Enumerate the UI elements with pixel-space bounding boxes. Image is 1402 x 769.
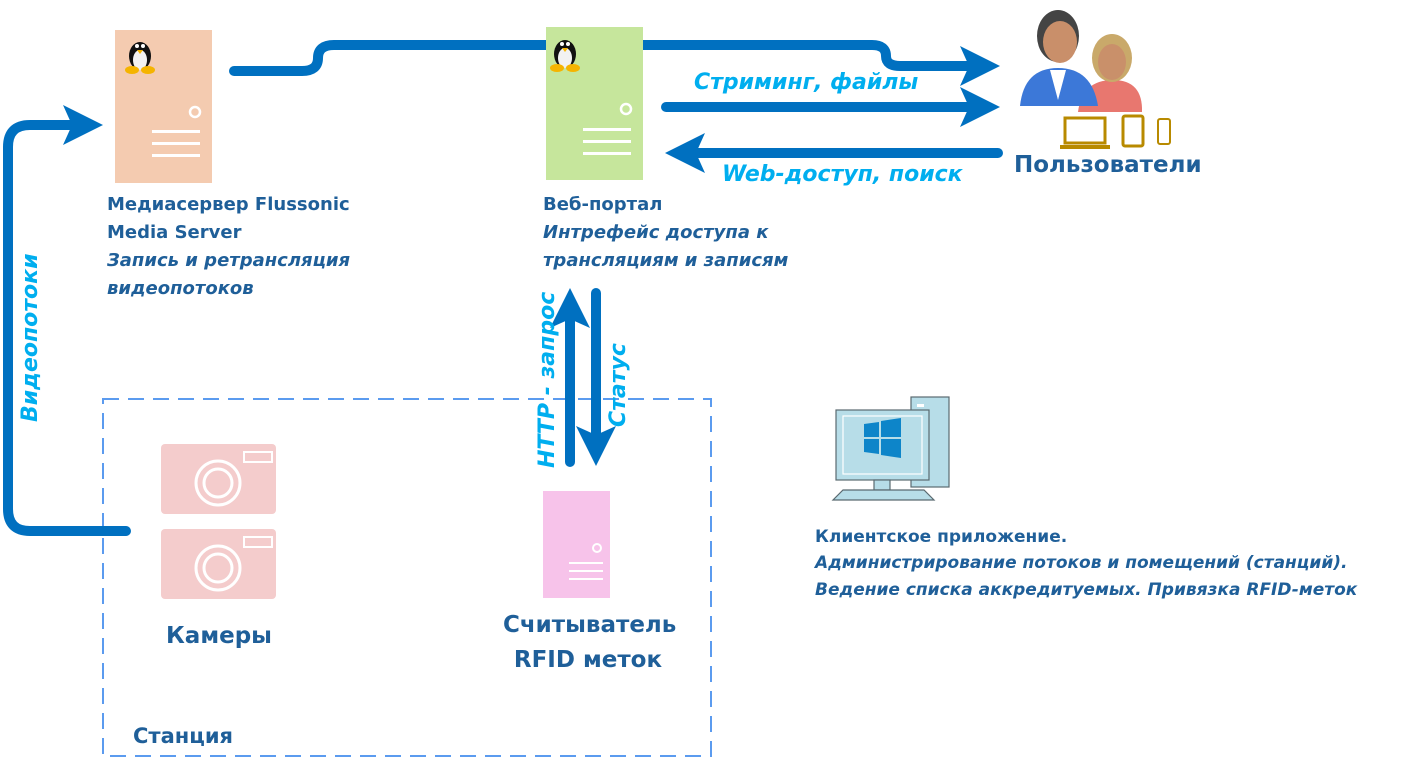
streaming-files-label: Стриминг, файлы [694,70,919,95]
users-icon[interactable] [1020,10,1143,112]
station-title: Станция [133,724,234,748]
web-access-search-label: Web-доступ, поиск [722,162,963,187]
media-server-description: Запись и ретрансляция [107,250,351,271]
station-group-border [102,398,712,757]
status-label: Статус [606,343,631,427]
client-app-title: Клиентское приложение. [815,527,1068,547]
media-server-title: Медиасервер Flussonic [107,194,350,215]
http-request-label: HTTP - запрос [535,291,560,468]
web-portal-title: Веб-портал [543,194,663,215]
camera-icon[interactable] [161,444,276,514]
web-portal-icon[interactable] [546,27,643,180]
media-server-description-line2: видеопотоков [107,278,254,299]
video-streams-arrow [3,105,131,536]
web-portal-description: Интрефейс доступа к [543,222,769,243]
windows-pc-icon[interactable] [831,396,950,501]
web-portal-description-line2: трансляциям и записям [543,250,789,271]
linux-penguin-icon [550,40,580,72]
devices-icon [1060,114,1171,149]
media-server-title-line2: Media Server [107,222,242,243]
cameras-title: Камеры [166,623,272,649]
client-app-description-line2: Ведение списка аккредитуемых. Привязка R… [815,580,1358,600]
users-title: Пользователи [1014,152,1202,178]
camera-icon[interactable] [161,529,276,599]
rfid-reader-title-line2: RFID меток [513,647,663,673]
windows-logo-icon [864,418,901,458]
rfid-reader-title: Считыватель [503,612,677,638]
rfid-reader-icon[interactable] [543,491,610,598]
video-streams-label: Видеопотоки [18,253,43,422]
linux-penguin-icon [125,42,155,74]
client-app-description: Администрирование потоков и помещений (с… [815,553,1348,573]
media-server-icon[interactable] [115,30,212,183]
